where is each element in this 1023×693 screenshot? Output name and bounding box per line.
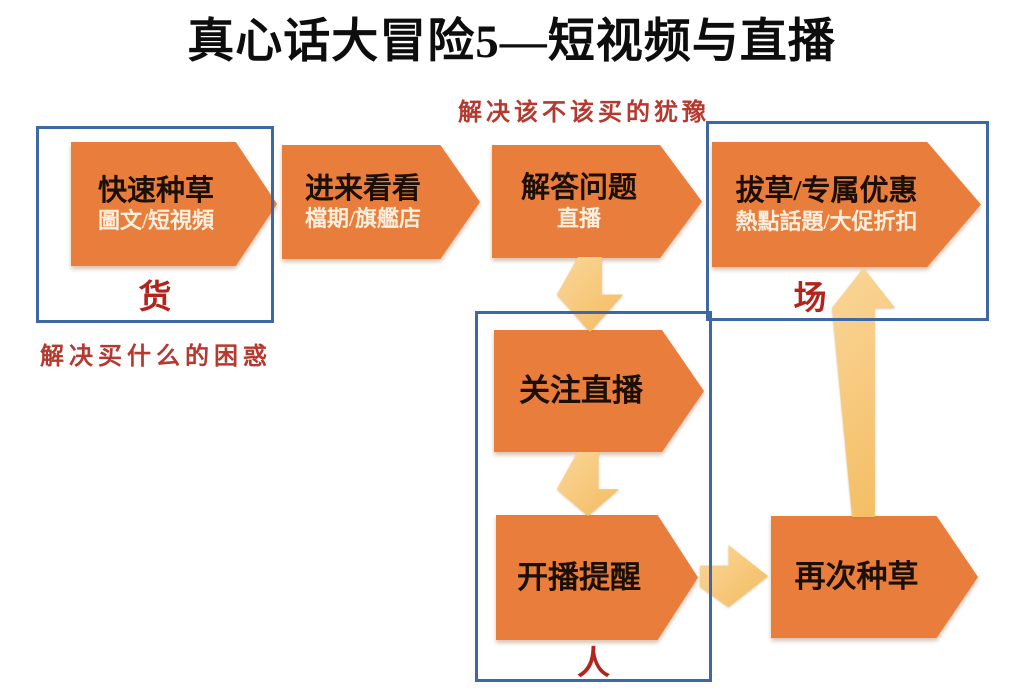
annotation-hesitation: 解决该不该买的犹豫 [458, 100, 710, 126]
step-title: 快速种草 [97, 174, 214, 207]
group-box-people [475, 311, 712, 682]
step-title: 进来看看 [304, 172, 421, 205]
down-arrow-icon [557, 257, 623, 332]
chevron-arrow-icon: 开播提醒 [496, 515, 698, 640]
annotation-confusion: 解决买什么的困惑 [40, 344, 272, 370]
step-title: 解答问题 [520, 172, 637, 205]
chevron-arrow-icon: 关注直播 [494, 330, 704, 452]
step-chevron-pull-grass-offer: 拔草/专属优惠 熱點話題/大促折扣 [712, 142, 981, 267]
chevron-arrow-icon: 进来看看 檔期/旗艦店 [282, 145, 480, 259]
step-chevron-follow-livestream: 关注直播 [494, 330, 704, 452]
step-chevron-seed-again: 再次种草 [771, 516, 978, 638]
step-chevron-come-look: 进来看看 檔期/旗艦店 [282, 145, 480, 259]
chevron-arrow-icon: 解答问题 直播 [492, 145, 702, 258]
up-arrow-icon [832, 268, 895, 517]
step-title: 开播提醒 [517, 559, 641, 595]
group-box-venue [706, 121, 989, 321]
group-box-goods [36, 126, 274, 323]
step-subtitle: 檔期/旗艦店 [304, 206, 422, 232]
step-chevron-quick-seeding: 快速种草 圖文/短視頻 [71, 142, 277, 266]
chevron-arrow-icon: 拔草/专属优惠 熱點話題/大促折扣 [712, 142, 981, 267]
step-title: 拔草/专属优惠 [735, 175, 918, 208]
group-label-goods: 货 [138, 280, 172, 316]
step-title: 关注直播 [519, 373, 643, 409]
page-title: 真心话大冒险5—短视频与直播 [187, 16, 836, 68]
chevron-arrow-icon: 再次种草 [771, 516, 978, 638]
step-chevron-live-reminder: 开播提醒 [496, 515, 698, 640]
chevron-arrow-icon: 快速种草 圖文/短視頻 [71, 142, 277, 266]
group-label-venue: 场 [793, 281, 827, 317]
step-subtitle: 直播 [556, 205, 601, 231]
step-subtitle: 圖文/短視頻 [97, 208, 215, 234]
step-subtitle: 熱點話題/大促折扣 [735, 208, 918, 234]
step-title: 再次种草 [794, 559, 919, 595]
group-label-people: 人 [577, 646, 610, 682]
down-arrow-icon [557, 452, 619, 516]
step-chevron-answer-questions: 解答问题 直播 [492, 145, 702, 258]
